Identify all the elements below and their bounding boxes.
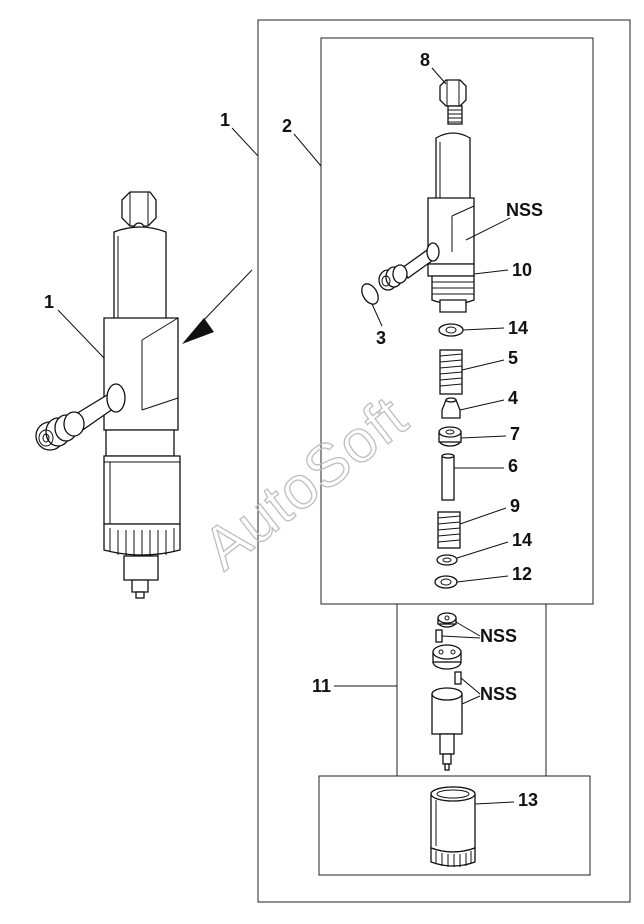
assembled-injector-illustration bbox=[35, 191, 181, 599]
callout-2: 2 bbox=[282, 116, 292, 136]
part-9-illustration bbox=[437, 511, 461, 549]
watermark-text: AutoSoft bbox=[191, 383, 420, 582]
part-13-illustration bbox=[430, 786, 476, 867]
leader-8 bbox=[431, 67, 447, 85]
callout-1-left: 1 bbox=[44, 292, 54, 312]
callout-10: 10 bbox=[512, 260, 532, 280]
leader-2 bbox=[293, 133, 322, 167]
leader-4 bbox=[459, 399, 505, 411]
part-10-body-illustration bbox=[378, 132, 475, 313]
callout-14-upper: 14 bbox=[508, 318, 528, 338]
callout-4: 4 bbox=[508, 388, 518, 408]
part-6-illustration bbox=[441, 453, 455, 501]
part-12-illustration bbox=[434, 575, 458, 589]
callout-12: 12 bbox=[512, 564, 532, 584]
leader-12 bbox=[456, 575, 509, 583]
part-7-illustration bbox=[438, 426, 462, 447]
leader-1-top bbox=[231, 127, 259, 157]
callout-nss-nozzle-top: NSS bbox=[480, 626, 517, 646]
callout-8: 8 bbox=[420, 50, 430, 70]
assembly-frame bbox=[257, 19, 631, 903]
callout-1-top: 1 bbox=[220, 110, 230, 130]
leader-1-left bbox=[57, 309, 105, 359]
leader-9 bbox=[459, 507, 507, 525]
callout-9: 9 bbox=[510, 496, 520, 516]
leader-13 bbox=[474, 801, 515, 805]
leader-5 bbox=[461, 359, 505, 371]
callout-11: 11 bbox=[312, 676, 331, 696]
part-4-illustration bbox=[441, 397, 461, 419]
part-14-upper-illustration bbox=[438, 323, 464, 337]
leader-nss-body bbox=[465, 217, 511, 241]
leader-7 bbox=[460, 435, 507, 439]
leader-nss-bottom-a bbox=[460, 677, 481, 695]
callout-14-lower: 14 bbox=[512, 530, 532, 550]
callout-7: 7 bbox=[510, 424, 520, 444]
callout-6: 6 bbox=[508, 456, 518, 476]
callout-5: 5 bbox=[508, 348, 518, 368]
leader-10 bbox=[473, 269, 509, 275]
part-8-illustration bbox=[439, 79, 467, 125]
nozzle-frame bbox=[396, 603, 547, 777]
callout-nss-nozzle-bottom: NSS bbox=[480, 684, 517, 704]
part-14-lower-illustration bbox=[436, 554, 458, 566]
part-5-illustration bbox=[439, 349, 463, 395]
callout-13: 13 bbox=[518, 790, 538, 810]
leader-14-lower bbox=[456, 541, 509, 559]
leader-nss-top-b bbox=[441, 635, 481, 639]
nut-frame bbox=[318, 775, 591, 876]
part-3-illustration bbox=[361, 283, 379, 305]
callout-3: 3 bbox=[376, 328, 386, 348]
arrow-icon bbox=[182, 269, 253, 344]
leader-nss-top-a bbox=[455, 621, 481, 637]
leader-14-upper bbox=[462, 327, 505, 331]
callout-nss-body: NSS bbox=[506, 200, 543, 220]
leader-nss-bottom-b bbox=[461, 695, 481, 705]
part-11-illustration bbox=[431, 612, 463, 771]
leader-3 bbox=[371, 303, 383, 327]
